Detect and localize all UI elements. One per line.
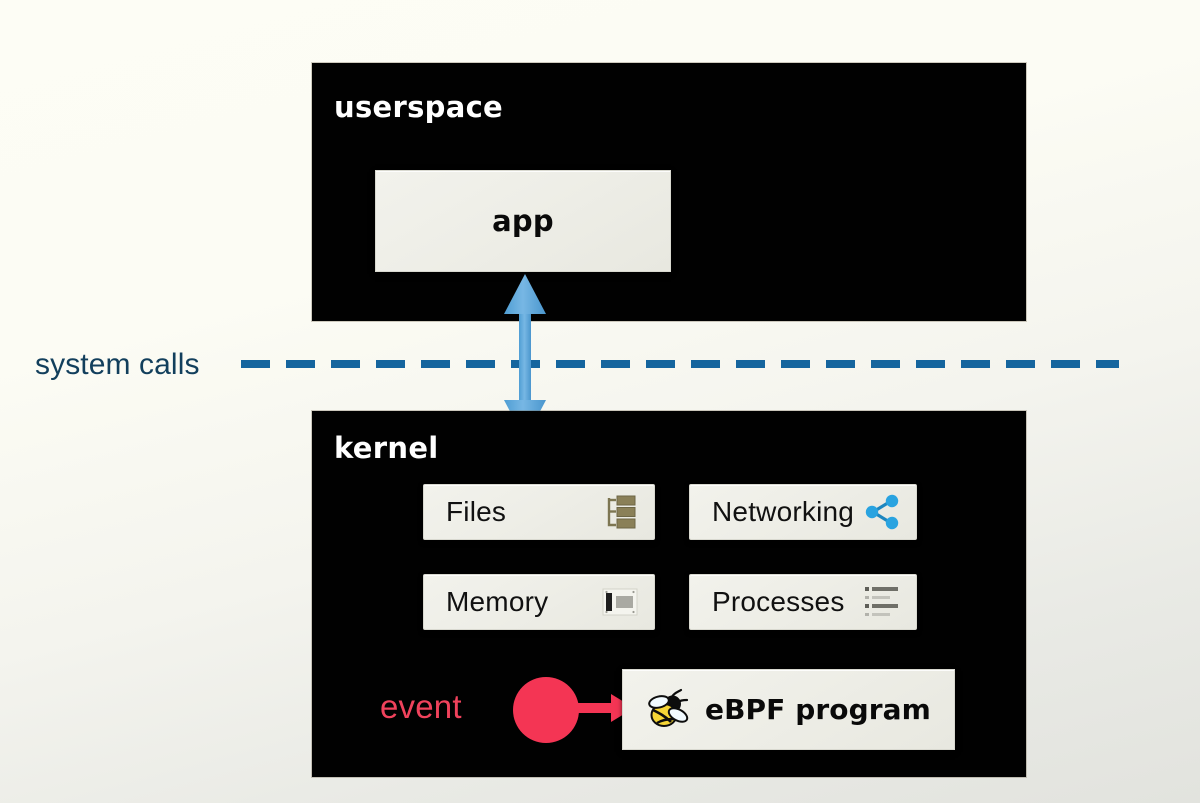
system-calls-dashed-line [241, 360, 1119, 368]
share-nodes-icon [862, 492, 902, 532]
subsystem-memory[interactable]: Memory [423, 574, 655, 630]
kernel-title: kernel [334, 431, 439, 465]
subsystem-processes-label: Processes [712, 586, 845, 617]
subsystem-processes[interactable]: Processes [689, 574, 917, 630]
app-box[interactable]: app [375, 170, 671, 272]
event-label: event [380, 688, 462, 725]
subsystem-networking[interactable]: Networking [689, 484, 917, 540]
ebpf-program-box[interactable]: eBPF program [622, 669, 955, 750]
file-tree-icon [600, 492, 640, 532]
app-label: app [492, 204, 554, 238]
ebpf-program-label: eBPF program [705, 693, 931, 726]
subsystem-memory-label: Memory [446, 586, 549, 617]
subsystem-files-label: Files [446, 496, 507, 527]
ebpf-bee-icon [645, 687, 691, 733]
task-list-icon [862, 582, 902, 622]
userspace-title: userspace [334, 90, 504, 124]
system-calls-label: system calls [35, 348, 200, 381]
subsystem-networking-label: Networking [712, 496, 855, 527]
subsystem-files[interactable]: Files [423, 484, 655, 540]
memory-chip-icon [600, 582, 640, 622]
event-dot [513, 677, 579, 743]
